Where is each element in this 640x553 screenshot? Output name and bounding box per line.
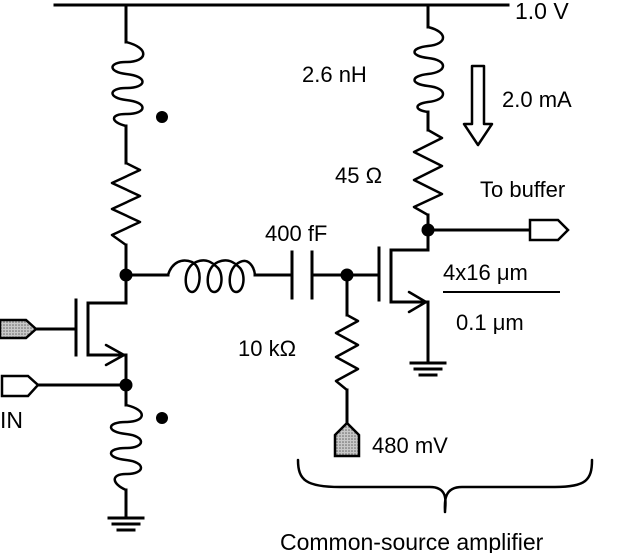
stage-label: Common-source amplifier (280, 529, 544, 553)
output-label: To buffer (480, 177, 565, 202)
ground-icon (107, 516, 145, 532)
length-label: 0.1 μm (456, 310, 524, 335)
gate-bias-port[interactable] (0, 318, 38, 340)
current-arrow-icon (462, 64, 494, 147)
load-resistor (412, 128, 444, 217)
output-port[interactable] (528, 218, 570, 242)
bias-resistor-label: 10 kΩ (238, 336, 296, 361)
stage-brace (296, 458, 594, 514)
current-label: 2.0 mA (502, 87, 572, 112)
resistor-label: 45 Ω (335, 163, 382, 188)
coupling-dot (156, 412, 168, 424)
bias-voltage-port[interactable] (333, 421, 361, 458)
capacitor-label: 400 fF (265, 221, 327, 246)
input-label: IN (0, 407, 23, 433)
inductor-label: 2.6 nH (302, 62, 367, 87)
bias-voltage-label: 480 mV (372, 433, 448, 458)
load-inductor (413, 25, 445, 114)
bias-resistor (334, 313, 360, 392)
series-inductor (166, 259, 257, 294)
input-port[interactable] (0, 374, 40, 398)
supply-label: 1.0 V (515, 0, 569, 24)
source-node (119, 378, 133, 392)
source-arrow-icon (104, 343, 126, 367)
left-resistor (110, 161, 142, 247)
width-label: 4x16 μm (443, 260, 528, 285)
left-bottom-inductor (109, 403, 143, 492)
ground-icon (409, 361, 447, 377)
source-arrow-icon (407, 290, 428, 314)
coupling-dot (156, 111, 168, 123)
left-top-inductor (111, 40, 145, 128)
